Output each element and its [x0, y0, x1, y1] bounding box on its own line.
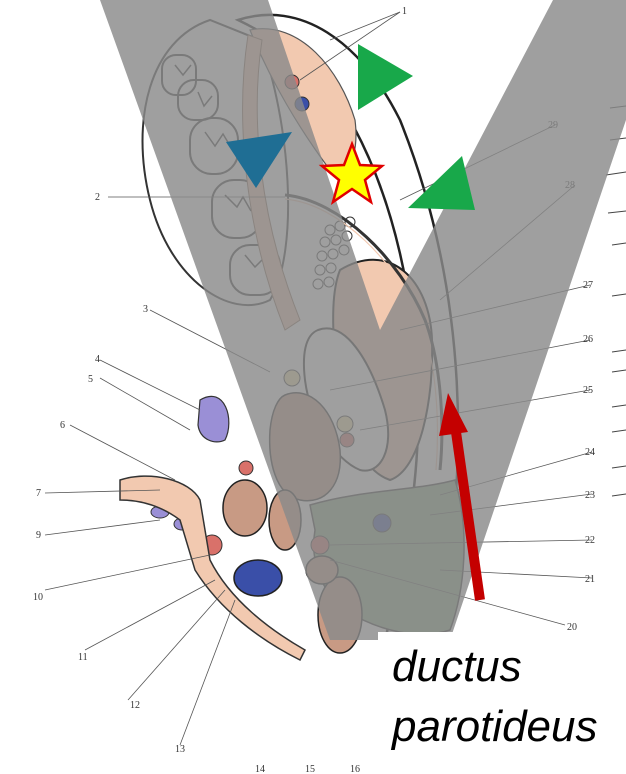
tongue-region [198, 396, 229, 442]
label-24: 24 [585, 447, 595, 458]
label-2: 2 [95, 192, 100, 203]
jugular-vein [234, 560, 282, 596]
muscle-oval-1 [223, 480, 267, 536]
label-13: 13 [175, 744, 185, 755]
label-3: 3 [143, 304, 148, 315]
label-11: 11 [78, 652, 88, 663]
label-21: 21 [585, 574, 595, 585]
caption-box: ductus parotideus [378, 632, 626, 774]
label-4: 4 [95, 354, 100, 365]
caption-line-1: ductus [392, 642, 522, 692]
label-27: 27 [583, 280, 593, 291]
label-22: 22 [585, 535, 595, 546]
label-6: 6 [60, 420, 65, 431]
label-12: 12 [130, 700, 140, 711]
label-9: 9 [36, 530, 41, 541]
label-14: 14 [255, 764, 265, 774]
label-23: 23 [585, 490, 595, 501]
label-16: 16 [350, 764, 360, 774]
vessel-small-4 [239, 461, 253, 475]
caption-line-2: parotideus [392, 702, 597, 752]
label-26: 26 [583, 334, 593, 345]
label-25: 25 [583, 385, 593, 396]
label-1: 1 [402, 6, 407, 17]
label-7: 7 [36, 488, 41, 499]
label-10: 10 [33, 592, 43, 603]
label-5: 5 [88, 374, 93, 385]
label-15: 15 [305, 764, 315, 774]
